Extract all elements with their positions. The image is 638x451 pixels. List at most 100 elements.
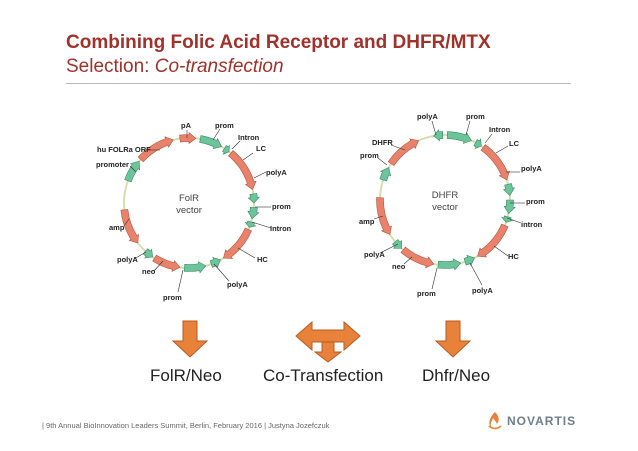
dhfr-feature-hc [477, 223, 509, 258]
dhfr-leader-prom-bottom [431, 267, 438, 290]
dhfr-label-intron-right: intron [521, 220, 543, 229]
folr-leader-neo [153, 260, 164, 272]
dhfr-label-prom-left: prom [360, 151, 379, 160]
dhfr-feature-polya-right [502, 183, 516, 196]
folr-leader-polya-right [253, 171, 267, 179]
dhfr-leader-neo [403, 256, 413, 265]
dhfr-center-vector: vector [432, 202, 458, 213]
folr-feature-intron-right [244, 220, 257, 228]
folr-feature-polya-left [142, 248, 153, 259]
caption-dhfr-neo: Dhfr/Neo [422, 366, 491, 385]
dhfr-feature-prom-right [503, 199, 516, 214]
folr-label-polya-bottom: polyA [227, 280, 248, 289]
dhfr-leader-prom-top [465, 120, 471, 136]
folr-feature-hc [223, 227, 252, 259]
dhfr-feature-prom-bottom [437, 258, 462, 271]
dhfr-leader-dhfr [390, 144, 406, 151]
folr-label-intron-right: Intron [270, 224, 292, 233]
dhfr-label-prom-right: prom [526, 197, 545, 206]
folr-feature-prom-top [199, 135, 222, 150]
folr-leader-lc [242, 152, 254, 161]
folr-leader-promoter [129, 165, 137, 173]
dhfr-feature-amp [376, 197, 392, 235]
folr-label-hc: HC [257, 255, 268, 264]
dhfr-label-polya-right: polyA [521, 164, 542, 173]
folr-feature-neo [152, 254, 181, 272]
folr-label-intron-top: Intron [238, 133, 260, 142]
dhfr-feature-prom-left [379, 167, 392, 182]
dhfr-features [376, 129, 516, 271]
folr-label-neo: neo [142, 267, 156, 276]
slide-subtitle: Selection: Co-transfection [66, 56, 284, 78]
dhfr-feature-intron-right [500, 215, 514, 223]
folr-label-prom-right: prom [272, 202, 291, 211]
folr-feature-intron-top [222, 144, 230, 155]
subtitle-prefix: Selection: [66, 56, 155, 77]
folr-feature-orf [137, 136, 174, 163]
folr-leader-intron-right [251, 221, 272, 229]
folr-features [120, 131, 260, 274]
folr-center-name: FolR [179, 193, 199, 204]
folr-leader-intron [231, 140, 241, 150]
title-divider [66, 83, 571, 84]
folr-feature-polya-bottom [209, 257, 221, 269]
folr-label-prom-top: prom [215, 121, 234, 130]
folr-leader-polya-left [133, 251, 147, 260]
caption-folr-neo: FolR/Neo [150, 366, 222, 385]
dhfr-label-lc: LC [509, 139, 520, 148]
folr-feature-pa [179, 131, 197, 145]
folr-label-lc: LC [256, 144, 267, 153]
dhfr-leader-polya-left [379, 243, 399, 254]
dhfr-label-prom-bottom: prom [417, 289, 436, 298]
slide-title: Combining Folic Acid Receptor and DHFR/M… [66, 32, 491, 53]
dhfr-label-hc: HC [508, 252, 519, 261]
novartis-logo-text: NOVARTIS [507, 414, 577, 428]
dhfr-label-intron-top: Intron [489, 125, 511, 134]
folr-label-polya-right: polyA [266, 168, 287, 177]
dhfr-leader-polya-top [431, 120, 437, 136]
folr-feature-prom-bottom [183, 261, 207, 274]
dhfr-leader-amp [373, 215, 384, 220]
folr-leader-hc [237, 247, 256, 259]
novartis-flame-icon [488, 412, 502, 430]
folr-feature-promoter [124, 160, 141, 183]
down-arrow-right [434, 320, 472, 358]
folr-label-amp: amp [109, 223, 125, 232]
dhfr-plasmid-map: polyA prom Intron LC polyA prom intron H… [359, 112, 545, 298]
double-arrow-middle [295, 320, 361, 352]
dhfr-feature-lc [480, 144, 510, 181]
folr-label-hu-folra-orf: hu FOLRa ORF [97, 145, 151, 154]
dhfr-center-name: DHFR [432, 190, 459, 201]
dhfr-label-polya-bottom: polyA [472, 286, 493, 295]
double-arrow-down-tip [313, 341, 343, 363]
subtitle-emphasis: Co-transfection [154, 56, 284, 77]
selection-arrows [171, 320, 472, 363]
folr-label-pa: pA [181, 121, 192, 130]
dhfr-label-prom-top: prom [466, 112, 485, 121]
folr-label-promoter: promoter [96, 160, 129, 169]
folr-feature-lc [228, 150, 257, 190]
dhfr-label-amp: amp [359, 217, 375, 226]
folr-leader-prom [212, 128, 221, 141]
dhfr-leader-lc [495, 145, 509, 154]
dhfr-feature-neo [400, 246, 435, 269]
folr-label-prom-bottom: prom [163, 293, 182, 302]
folr-plasmid-map: pA prom Intron LC polyA prom Intron HC p… [96, 121, 292, 302]
folr-leader-prom-bottom [177, 269, 184, 293]
folr-label-polya-left: polyA [117, 255, 138, 264]
dhfr-leader-intron-right [506, 217, 522, 224]
dhfr-feature-prom-top [446, 131, 472, 144]
dhfr-leader-polya-bottom [469, 262, 483, 286]
folr-feature-amp [120, 209, 139, 244]
dhfr-label-polya-top: polyA [417, 112, 438, 121]
novartis-logo: NOVARTIS [487, 410, 576, 432]
dhfr-feature-dhfr [387, 138, 419, 167]
dhfr-feature-intron-top [473, 138, 482, 150]
dhfr-label-dhfr: DHFR [372, 138, 393, 147]
folr-feature-polya-right [247, 193, 260, 204]
caption-co-transfection: Co-Transfection [263, 366, 384, 385]
dhfr-leader-prom-left [377, 157, 388, 166]
footer-text: | 9th Annual BioInnovation Leaders Summi… [42, 421, 330, 430]
dhfr-feature-polya-bottom [463, 254, 475, 267]
dhfr-feature-polya-top [433, 129, 444, 142]
